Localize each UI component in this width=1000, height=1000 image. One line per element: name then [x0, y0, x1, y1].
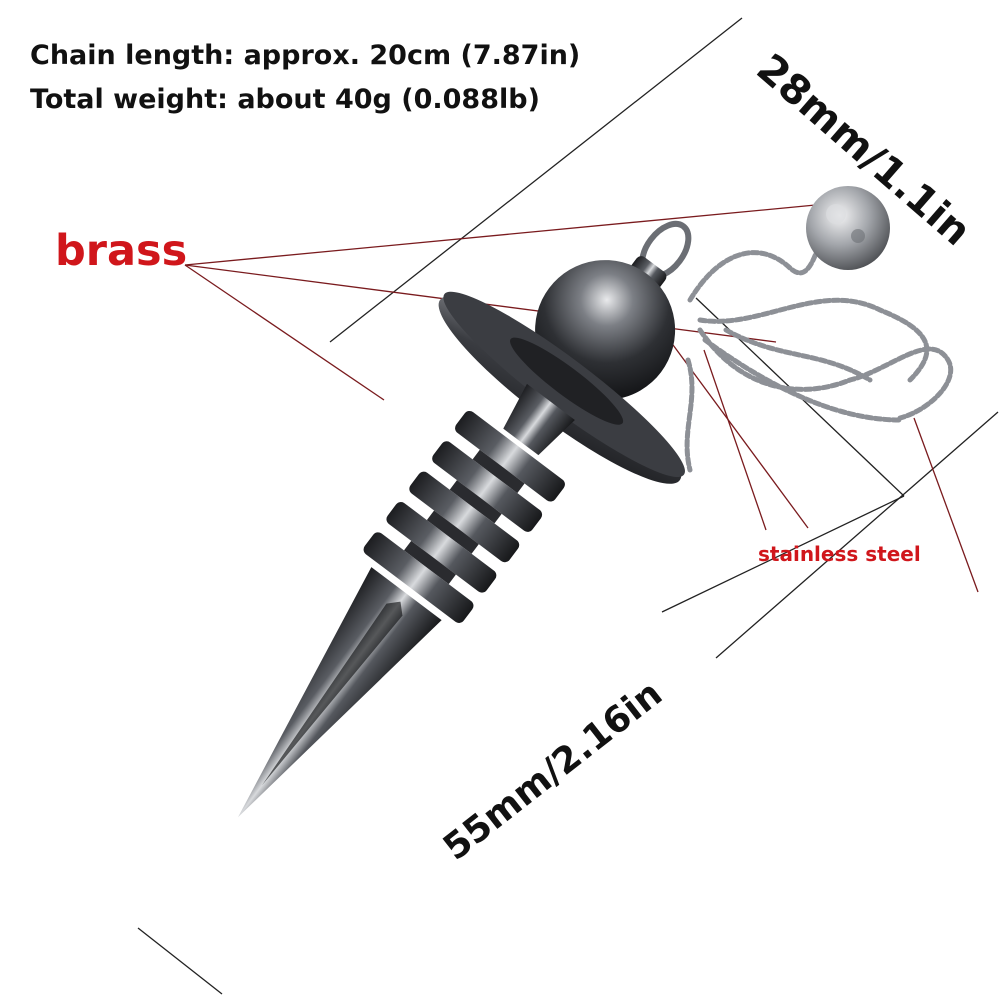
- chain: [684, 223, 953, 473]
- stainless-steel-label: stainless steel: [758, 542, 921, 566]
- length-dimension: 55mm/2.16in: [436, 673, 670, 868]
- total-weight-spec: Total weight: about 40g (0.088lb): [30, 84, 540, 115]
- brass-label: brass: [55, 226, 188, 276]
- chain-length-spec: Chain length: approx. 20cm (7.87in): [30, 40, 581, 71]
- chain-bead: [806, 186, 890, 270]
- pendulum: [237, 220, 692, 818]
